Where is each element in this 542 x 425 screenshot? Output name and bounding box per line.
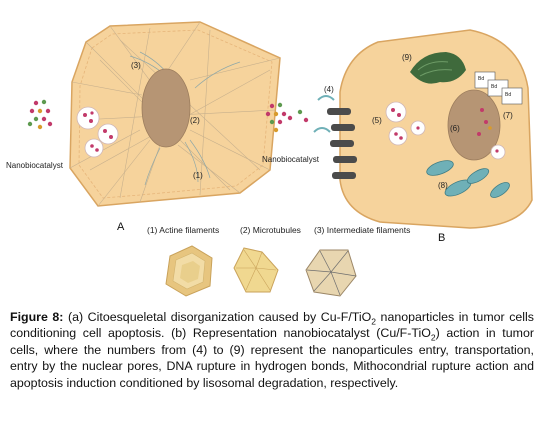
legend-item-microtubules: (2) Microtubules [240, 225, 301, 235]
panel-b-cell: Bd Bd Bd [262, 29, 533, 244]
mini-cell-microtubules [233, 247, 279, 293]
caption-label: Figure 8: [10, 310, 64, 324]
caption-text-2: nanoparticles in tumor cells conditionin… [10, 310, 535, 341]
marker-3: (3) [131, 61, 141, 70]
membrane-receptors [313, 95, 357, 179]
panel-b-label: B [438, 232, 445, 244]
nanobiocatalyst-label-b: Nanobiocatalyst [262, 155, 320, 164]
panel-a-label: A [117, 221, 125, 233]
nanobiocatalyst-cluster-a [27, 99, 53, 130]
nucleus-a [141, 68, 191, 148]
nucleus-b [447, 89, 501, 161]
vesicles-a [76, 106, 119, 158]
marker-5: (5) [372, 116, 382, 125]
vesicles-b [385, 101, 506, 160]
dna-fragments: Bd Bd Bd [474, 71, 523, 105]
marker-6: (6) [450, 124, 460, 133]
caption-text-1: (a) Citoesqueletal disorganization cause… [63, 310, 372, 324]
mini-cell-actine [165, 245, 213, 297]
figure-caption: Figure 8: (a) Citoesqueletal disorganiza… [10, 309, 534, 391]
marker-9: (9) [402, 53, 412, 62]
dna-tag-1: Bd [478, 76, 484, 82]
panel-a-cell: (3) (2) (1) Nanobiocatalyst A [6, 21, 281, 233]
nuclear-entry-particles [477, 108, 492, 136]
caption-sub-2: 2 [430, 332, 436, 343]
legend: (1) Actine filaments (2) Microtubules (3… [147, 225, 410, 235]
caption-text-3: ) action in tumor cells, where the numbe… [10, 326, 534, 390]
legend-item-intermediate: (3) Intermediate filaments [314, 225, 410, 235]
caption-sub-1: 2 [371, 316, 376, 327]
marker-8: (8) [438, 181, 448, 190]
figure-illustration: (3) (2) (1) Nanobiocatalyst A Bd Bd Bd [6, 21, 533, 297]
golgi-apparatus [410, 52, 466, 84]
marker-2: (2) [190, 116, 200, 125]
dna-tag-3: Bd [505, 92, 511, 98]
mitochondria [426, 160, 510, 198]
mini-cell-intermediate [305, 249, 357, 297]
legend-item-actine: (1) Actine filaments [147, 225, 219, 235]
dna-tag-2: Bd [491, 84, 497, 90]
nanobiocatalyst-label-a: Nanobiocatalyst [6, 161, 64, 170]
nanobiocatalyst-cluster-b [265, 102, 309, 133]
marker-1: (1) [193, 171, 203, 180]
marker-7: (7) [503, 111, 513, 120]
marker-4: (4) [324, 85, 334, 94]
